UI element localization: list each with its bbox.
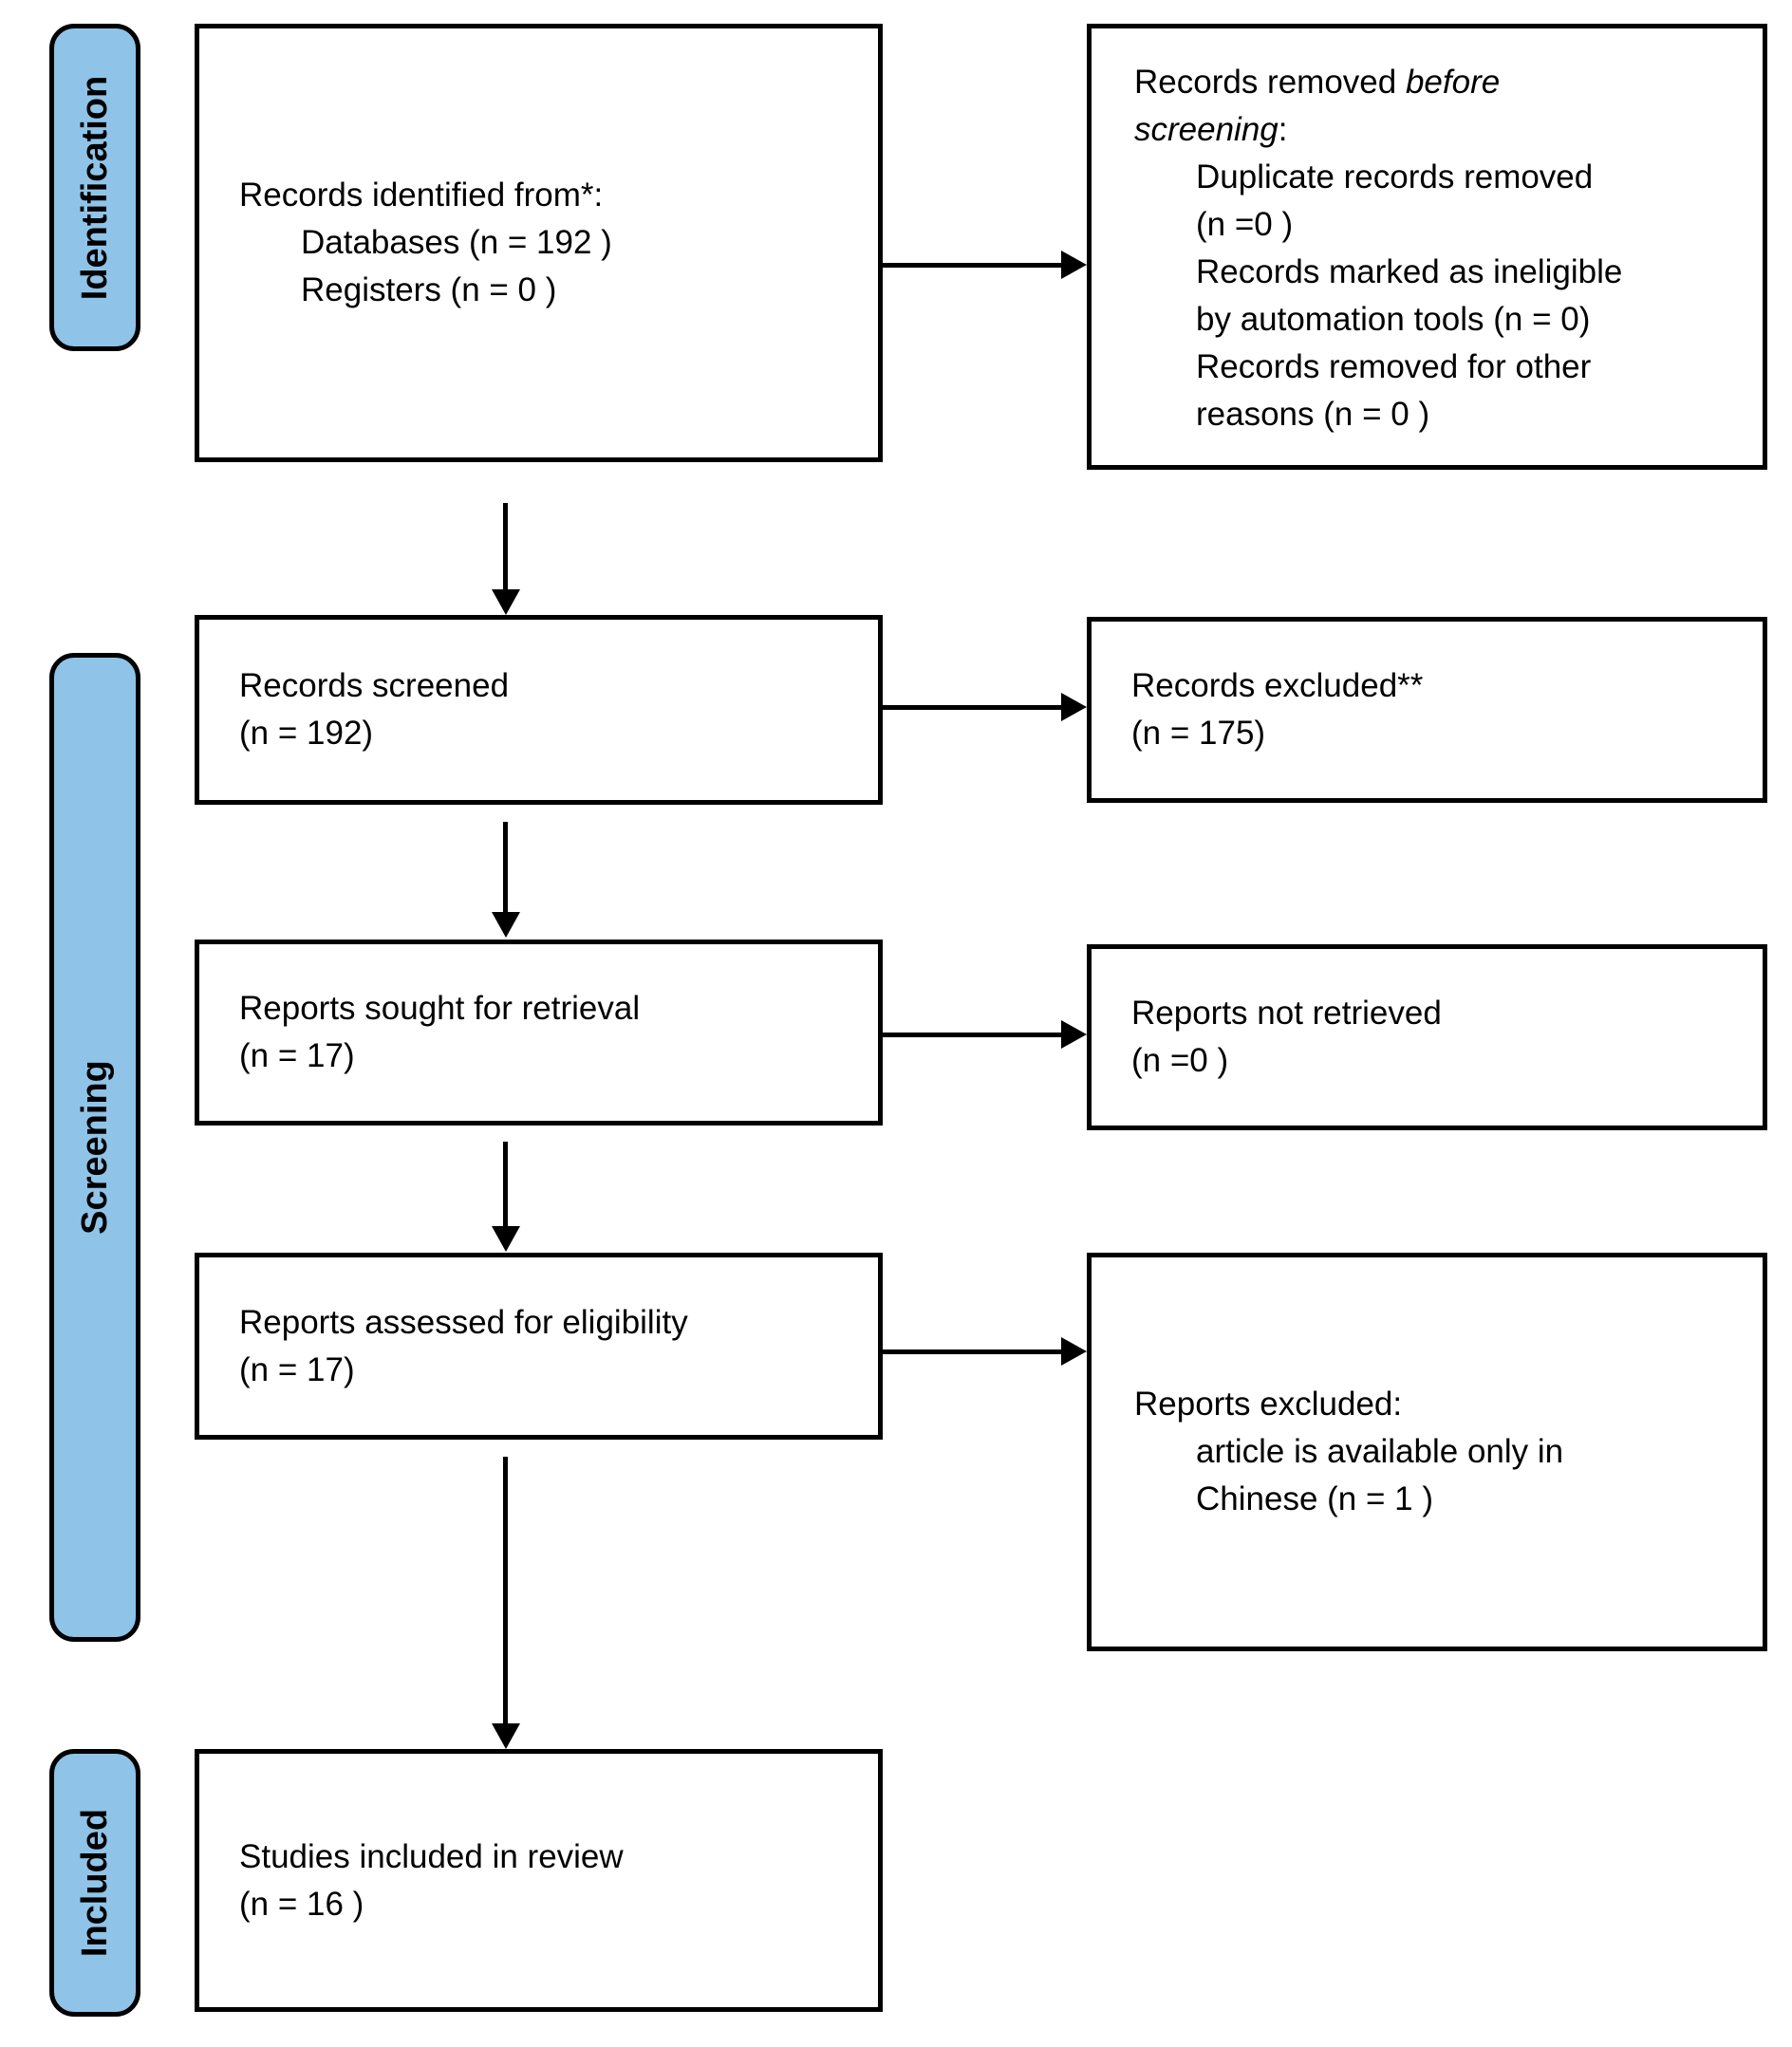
stage-included-label: Included [75,1808,116,1958]
records-excluded-label: Records excluded** [1131,667,1424,704]
reports-sought-label: Reports sought for retrieval [239,990,641,1027]
arrow-right-icon [1061,1337,1087,1366]
ineligible-automation-line1: Records marked as ineligible [1196,253,1623,290]
arrow-down-screened-to-sought [503,822,508,913]
arrow-down-icon [492,1723,520,1749]
ineligible-automation-line2: by automation tools (n = 0) [1196,301,1591,338]
reports-excluded-reason-line2: Chinese (n = 1 ) [1196,1480,1433,1517]
records-identified-title: Records identified from*: [239,177,604,214]
box-records-identified: Records identified from*: Databases (n =… [195,24,883,462]
arrow-right-screened-to-excluded [883,705,1062,710]
reports-assessed-count: (n = 17) [239,1350,355,1388]
arrow-right-identified-to-removed [883,263,1062,268]
box-records-excluded: Records excluded** (n = 175) [1087,617,1767,803]
arrow-right-assessed-to-reports-excluded [883,1349,1062,1354]
stage-screening: Screening [49,653,140,1642]
box-studies-included: Studies included in review (n = 16 ) [195,1749,883,2012]
records-removed-title-line2: screening: [1134,111,1288,148]
reports-excluded-reason-line1: article is available only in [1196,1433,1564,1470]
records-identified-registers: Registers (n = 0 ) [301,271,557,308]
arrow-down-icon [492,1226,520,1252]
other-reasons-line1: Records removed for other [1196,348,1592,385]
box-reports-assessed: Reports assessed for eligibility (n = 17… [195,1253,883,1440]
arrow-right-icon [1061,1020,1087,1049]
arrow-down-icon [492,912,520,938]
box-reports-excluded: Reports excluded: article is available o… [1087,1253,1767,1651]
arrow-down-assessed-to-included [503,1457,508,1724]
arrow-right-sought-to-not-retrieved [883,1033,1062,1037]
reports-not-retrieved-label: Reports not retrieved [1131,995,1442,1032]
records-screened-label: Records screened [239,667,510,704]
box-records-removed: Records removed before screening: Duplic… [1087,24,1767,470]
box-records-screened: Records screened (n = 192) [195,615,883,805]
reports-not-retrieved-count: (n =0 ) [1131,1042,1229,1079]
box-reports-sought: Reports sought for retrieval (n = 17) [195,940,883,1126]
arrow-down-icon [492,589,520,615]
box-reports-not-retrieved: Reports not retrieved (n =0 ) [1087,944,1767,1130]
arrow-right-icon [1061,251,1087,279]
studies-included-label: Studies included in review [239,1837,624,1875]
records-removed-title-line1: Records removed before [1134,64,1501,101]
stage-identification-label: Identification [75,75,116,300]
stage-screening-label: Screening [75,1060,116,1235]
studies-included-count: (n = 16 ) [239,1885,364,1923]
records-identified-databases: Databases (n = 192 ) [301,224,612,261]
records-excluded-count: (n = 175) [1131,715,1266,752]
stage-identification: Identification [49,24,140,351]
arrow-down-sought-to-assessed [503,1142,508,1227]
duplicates-removed-line1: Duplicate records removed [1196,158,1594,195]
duplicates-removed-count: (n =0 ) [1196,206,1294,243]
reports-excluded-title: Reports excluded: [1134,1386,1403,1423]
reports-sought-count: (n = 17) [239,1037,355,1074]
stage-included: Included [49,1749,140,2017]
arrow-right-icon [1061,693,1087,721]
records-screened-count: (n = 192) [239,715,374,752]
arrow-down-identified-to-screened [503,503,508,590]
reports-assessed-label: Reports assessed for eligibility [239,1303,688,1341]
other-reasons-line2: reasons (n = 0 ) [1196,396,1430,433]
